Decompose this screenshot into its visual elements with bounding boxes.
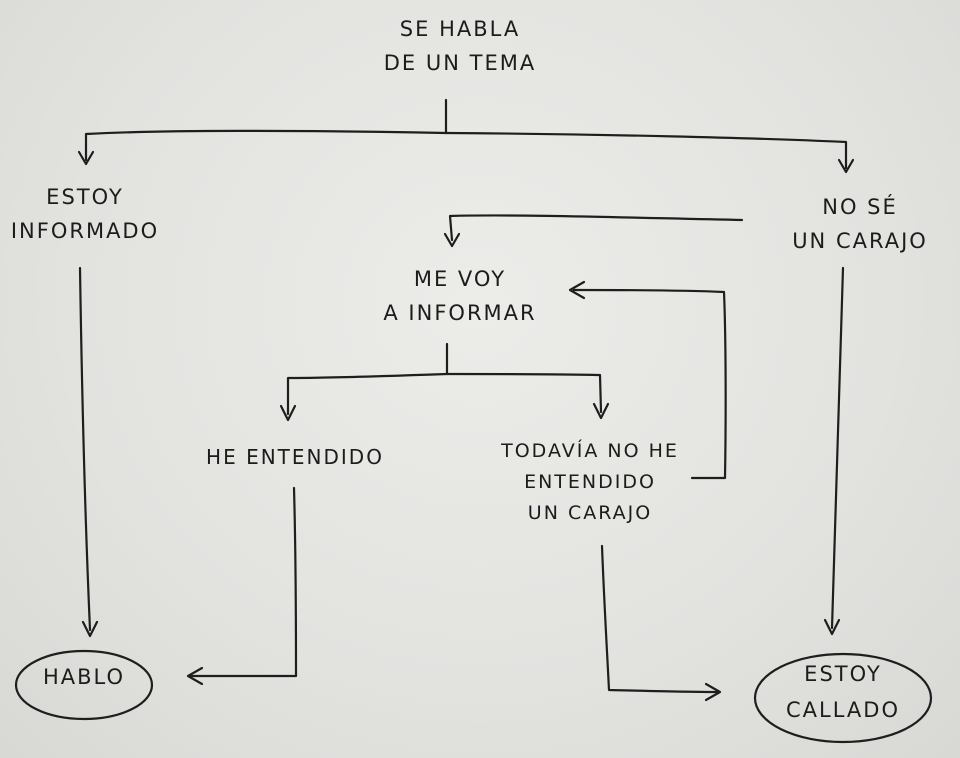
oval-quiet [753, 652, 933, 744]
connector-no-idea-to-quiet [830, 266, 845, 630]
node-quiet-line-1: ESTOY [804, 662, 882, 686]
node-not-yet-line-2: ENTENDIDO [524, 471, 656, 493]
connector-topic-right [444, 131, 848, 170]
node-learn-line-1: ME VOY [413, 267, 507, 291]
arrowhead-to-got-it [279, 404, 297, 422]
node-not-yet-line-1: TODAVÍA NO HE [501, 440, 679, 462]
node-not-yet-line-3: UN CARAJO [527, 502, 653, 524]
node-learn: ME VOY A INFORMAR [340, 262, 580, 330]
connector-informed-to-talk [78, 266, 92, 632]
node-got-it-line-1: HE ENTENDIDO [206, 445, 384, 469]
node-topic: SE HABLA DE UN TEMA [330, 12, 590, 80]
node-topic-line-1: SE HABLA [399, 17, 521, 41]
node-learn-line-2: A INFORMAR [383, 301, 537, 325]
connector-topic-left [84, 129, 448, 162]
arrowhead-to-talk [81, 620, 99, 638]
node-got-it: HE ENTENDIDO [180, 440, 410, 474]
node-talk-line-1: HABLO [42, 665, 126, 689]
arrowhead-to-not-yet [592, 402, 610, 420]
node-informed: ESTOY INFORMADO [0, 180, 170, 248]
node-topic-line-2: DE UN TEMA [383, 51, 537, 75]
arrowhead-got-it-to-talk [186, 666, 204, 686]
node-talk: HABLO [20, 660, 148, 694]
node-no-idea-line-2: UN CARAJO [792, 229, 928, 253]
node-no-idea: NO SÉ UN CARAJO [760, 190, 960, 258]
arrowhead-not-yet-to-quiet [704, 682, 722, 702]
node-informed-line-1: ESTOY [46, 185, 124, 209]
arrowhead-loop-to-learn [568, 280, 586, 300]
node-quiet: ESTOY CALLADO [758, 656, 928, 728]
arrowhead-to-quiet [823, 618, 841, 636]
connector-not-yet-to-quiet [600, 544, 720, 694]
connector-learn-left [286, 372, 449, 416]
arrowhead-to-learn [443, 232, 461, 248]
arrowhead-to-informed [77, 150, 95, 166]
arrowhead-to-no-idea [837, 158, 855, 174]
node-informed-line-2: INFORMADO [10, 219, 160, 243]
connector-not-yet-loop [572, 288, 727, 480]
node-not-yet: TODAVÍA NO HE ENTENDIDO UN CARAJO [480, 436, 700, 529]
oval-talk [14, 649, 154, 721]
connector-got-it-to-talk [188, 486, 298, 678]
node-quiet-line-2: CALLADO [786, 698, 900, 722]
node-no-idea-line-1: NO SÉ [822, 195, 898, 219]
connector-learn-right [445, 372, 603, 414]
connector-no-idea-to-learn [448, 214, 744, 242]
